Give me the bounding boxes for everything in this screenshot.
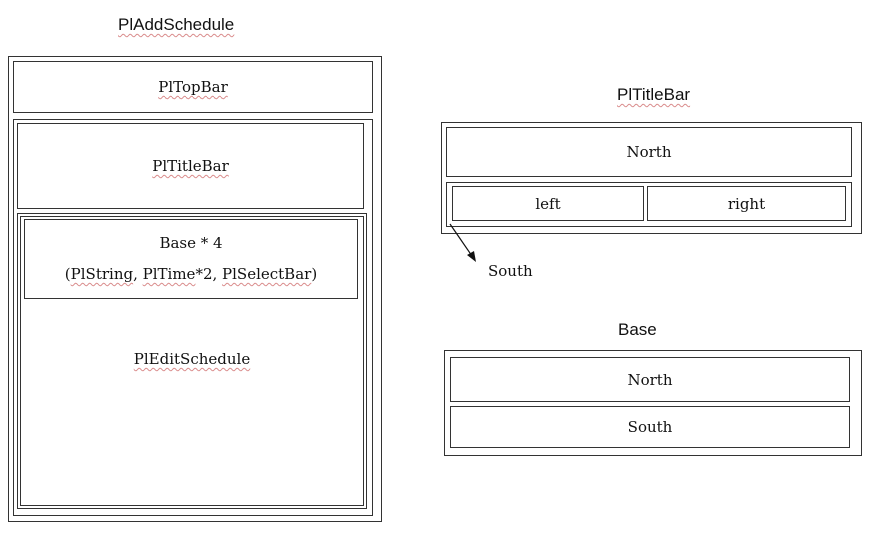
paren-open: ( [64, 265, 71, 283]
titlebar-left-label: left [535, 194, 561, 213]
base-components-label: (PlString, PlTime*2, PlSelectBar) [25, 265, 357, 283]
titlebar-south-label: South [488, 262, 533, 280]
titlebar-north-label: North [626, 143, 672, 161]
topbar-label: PlTopBar [158, 78, 228, 96]
paren-close: ) [311, 265, 318, 283]
base-count-label: Base * 4 [159, 234, 223, 252]
base-north-box: North [450, 357, 850, 402]
titlebar-north-box: North [446, 127, 852, 177]
addschedule-title: PlAddSchedule [118, 15, 235, 34]
topbar-box: PlTopBar [13, 61, 373, 113]
base-north-label: North [627, 370, 673, 389]
pltime-suffix: *2, [195, 265, 223, 283]
plstring-label: PlString [70, 265, 134, 283]
base-group-box: Base * 4 (PlString, PlTime*2, PlSelectBa… [24, 219, 358, 299]
separator-1: , [133, 265, 143, 283]
titlebar-right-box: right [647, 186, 846, 221]
titlebar-diagram-title: PlTitleBar [617, 85, 691, 104]
titlebar-left-box: left [452, 186, 644, 221]
titlebar-right-label: right [727, 194, 766, 213]
base-south-box: South [450, 406, 850, 448]
titlebar-label: PlTitleBar [152, 157, 229, 175]
plselectbar-label: PlSelectBar [222, 265, 312, 283]
south-arrow [449, 223, 476, 262]
pltime-label: PlTime [142, 265, 196, 283]
base-south-label: South [627, 418, 673, 436]
titlebar-box: PlTitleBar [17, 123, 364, 209]
editschedule-label: PlEditSchedule [133, 350, 251, 368]
base-diagram-title: Base [618, 320, 657, 339]
